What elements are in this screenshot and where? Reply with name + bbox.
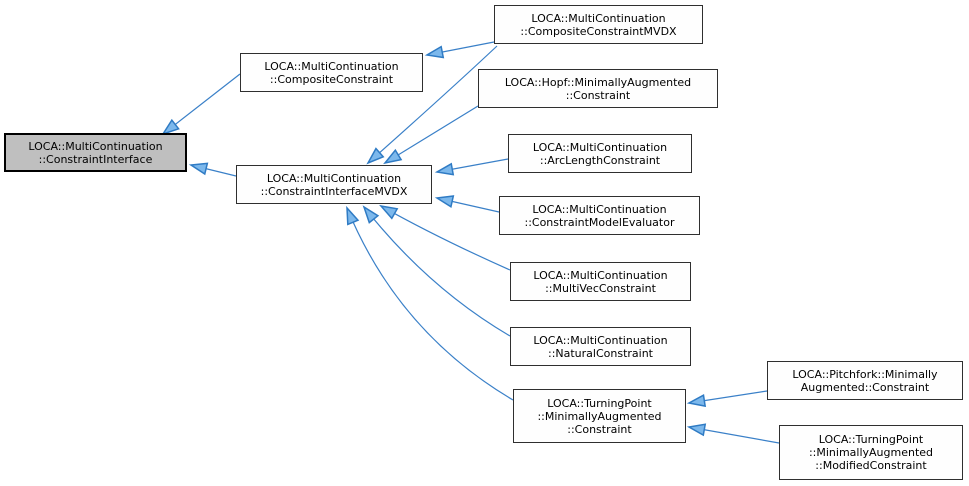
class-name-line: ::ConstraintInterface	[38, 152, 153, 166]
class-name-line: LOCA::TurningPoint	[818, 433, 924, 446]
class-node-composite-constraint[interactable]: LOCA::MultiContinuation ::CompositeConst…	[240, 53, 423, 92]
edge-arclength-to-interfacemvdx	[434, 158, 509, 176]
edge-composite-to-interface	[161, 73, 241, 136]
class-node-turning-point-modified-constraint[interactable]: LOCA::TurningPoint ::MinimallyAugmented …	[779, 425, 963, 480]
edge-natural-to-interfacemvdx	[362, 205, 511, 337]
edge-compositemvdx-to-composite	[424, 41, 495, 59]
class-node-pitchfork-minimally-augmented-constraint[interactable]: LOCA::Pitchfork::Minimally Augmented::Co…	[767, 361, 963, 400]
class-name-line: LOCA::MultiContinuation	[532, 202, 667, 216]
class-node-turning-point-minimally-augmented-constraint[interactable]: LOCA::TurningPoint ::MinimallyAugmented …	[513, 389, 686, 443]
edge-pitchfork-to-turningpoint	[686, 390, 768, 408]
class-node-constraint-interface: LOCA::MultiContinuation ::ConstraintInte…	[4, 133, 187, 172]
class-name-line: ::ArcLengthConstraint	[539, 153, 661, 167]
class-name-line: ::MinimallyAugmented	[537, 409, 662, 423]
class-name-line: LOCA::MultiContinuation	[532, 140, 668, 154]
edge-compositemvdx-to-interfacemvdx	[366, 45, 498, 165]
class-name-line: ::ConstraintInterfaceMVDX	[260, 184, 408, 198]
class-name-line: ::CompositeConstraint	[269, 72, 394, 86]
class-name-line: LOCA::MultiContinuation	[266, 171, 402, 185]
class-name-line: ::MinimallyAugmented	[808, 446, 934, 459]
class-name-line: LOCA::MultiContinuation	[533, 333, 668, 347]
class-name-line: LOCA::Pitchfork::Minimally	[792, 367, 938, 381]
class-name-line: LOCA::MultiContinuation	[531, 11, 666, 25]
edge-multivec-to-interfacemvdx	[379, 204, 511, 271]
edge-interfacemvdx-to-interface	[188, 162, 237, 177]
class-name-line: ::ModifiedConstraint	[815, 459, 927, 472]
class-name-line: LOCA::MultiContinuation	[264, 59, 399, 73]
class-node-composite-constraint-mvdx[interactable]: LOCA::MultiContinuation ::CompositeConst…	[494, 5, 703, 44]
class-node-hopf-minimally-augmented-constraint[interactable]: LOCA::Hopf::MinimallyAugmented ::Constra…	[478, 69, 718, 108]
class-node-constraint-interface-mvdx[interactable]: LOCA::MultiContinuation ::ConstraintInte…	[236, 165, 432, 204]
class-node-natural-constraint[interactable]: LOCA::MultiContinuation ::NaturalConstra…	[510, 327, 691, 366]
class-name-line: ::Constraint	[567, 422, 632, 436]
class-name-line: ::CompositeConstraintMVDX	[520, 24, 677, 38]
class-name-line: ::MultiVecConstraint	[545, 281, 656, 295]
class-node-constraint-model-evaluator[interactable]: LOCA::MultiContinuation ::ConstraintMode…	[499, 196, 700, 235]
class-name-line: Augmented::Constraint	[800, 380, 930, 394]
class-name-line: ::NaturalConstraint	[547, 346, 653, 360]
edge-turningpoint-to-interfacemvdx	[346, 205, 514, 401]
class-name-line: LOCA::Hopf::MinimallyAugmented	[504, 75, 692, 89]
class-name-line: LOCA::MultiContinuation	[28, 139, 163, 153]
class-name-line: ::ConstraintModelEvaluator	[524, 215, 675, 229]
class-node-arc-length-constraint[interactable]: LOCA::MultiContinuation ::ArcLengthConst…	[508, 134, 692, 173]
class-node-multi-vec-constraint[interactable]: LOCA::MultiContinuation ::MultiVecConstr…	[510, 262, 691, 301]
edge-modelevaluator-to-interfacemvdx	[434, 195, 500, 213]
edge-hopf-to-interfacemvdx	[383, 105, 479, 165]
edge-modified-to-turningpoint	[686, 423, 780, 444]
class-name-line: LOCA::MultiContinuation	[533, 268, 668, 282]
class-name-line: ::Constraint	[565, 88, 631, 102]
class-name-line: LOCA::TurningPoint	[547, 396, 652, 410]
